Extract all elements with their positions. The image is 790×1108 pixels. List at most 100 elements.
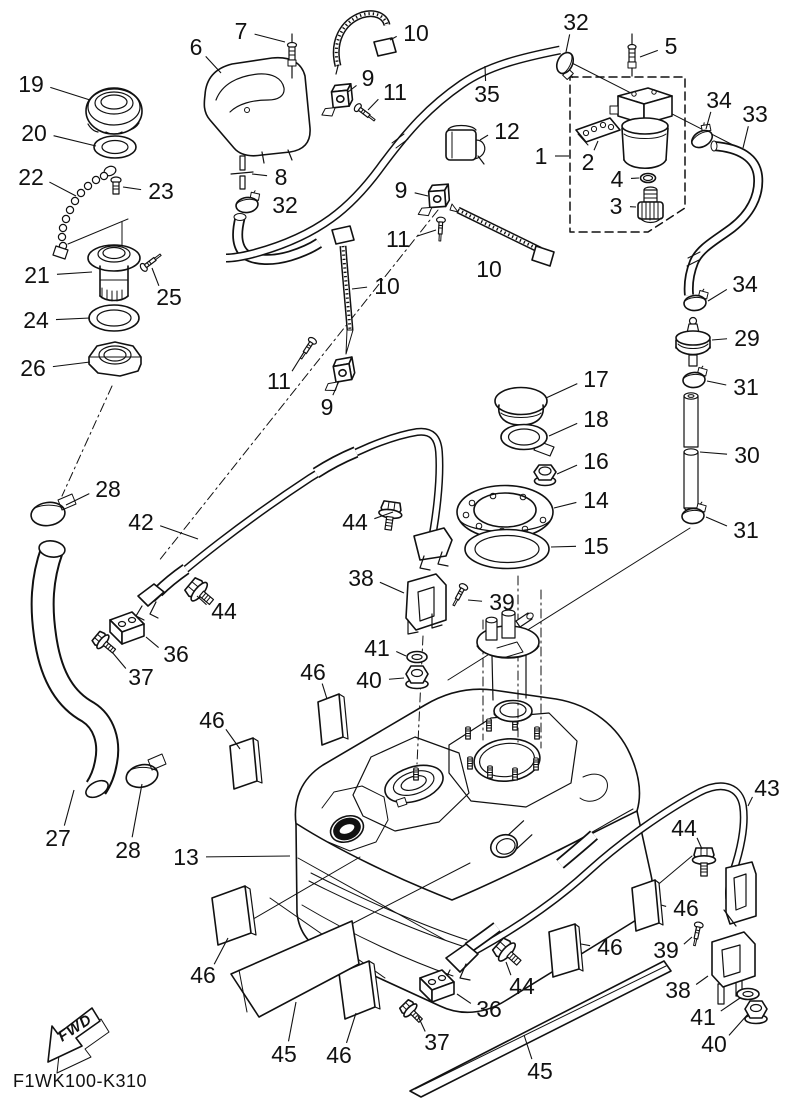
callout-leader — [593, 140, 599, 151]
part-pin-11a — [352, 101, 378, 125]
callout-label: 15 — [583, 533, 609, 559]
callout-leader — [55, 317, 91, 321]
part-filler-cap-19 — [85, 87, 143, 135]
callout-leader — [711, 338, 728, 341]
callout-leader — [367, 98, 379, 111]
part-damper-12 — [445, 124, 486, 165]
callout-leader — [556, 464, 578, 475]
callout-leader — [580, 943, 591, 947]
callout-label: 26 — [20, 355, 46, 381]
callout-leader — [414, 192, 429, 197]
callout-label: 44 — [211, 598, 237, 624]
callout-leader — [505, 961, 512, 976]
callout-label: 36 — [476, 996, 502, 1022]
callout-label: 20 — [21, 120, 47, 146]
callout-leader — [145, 636, 159, 649]
callout-label: 11 — [383, 79, 407, 105]
callout-label: 27 — [45, 825, 71, 851]
callout-label: 44 — [509, 973, 535, 999]
callout-label: 24 — [23, 307, 49, 333]
callout-leader — [467, 599, 483, 602]
part-protector-strips-45 — [230, 920, 672, 1098]
callout-leader — [720, 997, 741, 1012]
callout-label: 9 — [321, 394, 334, 420]
part-fuel-pump-unit — [476, 609, 540, 701]
callout-label: 16 — [583, 448, 609, 474]
callout-leader — [291, 351, 305, 372]
callout-label: 46 — [190, 962, 216, 988]
callout-label: 9 — [362, 65, 375, 91]
callout-label: 30 — [734, 442, 760, 468]
part-screw-8 — [230, 155, 254, 190]
part-hose-clamp-28b — [125, 753, 167, 789]
callout-label: 14 — [583, 487, 609, 513]
part-holder-38a — [405, 573, 447, 635]
part-filler-hose-27 — [30, 540, 120, 799]
callout-leader — [705, 111, 712, 130]
part-washer-24 — [88, 304, 140, 332]
part-nut-16 — [533, 464, 557, 487]
part-band-strap-43 — [443, 782, 757, 985]
part-cable-tie-10c — [331, 225, 355, 355]
callout-label: 29 — [734, 325, 760, 351]
part-nut-40b — [744, 1000, 768, 1025]
part-washer-41a — [406, 650, 428, 664]
callout-label: 10 — [403, 20, 429, 46]
part-fuel-hose-33 — [683, 140, 764, 296]
callout-label: 9 — [395, 177, 408, 203]
part-washer-41b — [736, 987, 760, 1001]
part-clamp-9b — [415, 183, 452, 218]
part-drain-knob-3 — [637, 186, 664, 224]
callout-leader — [417, 229, 437, 237]
part-gasket-15 — [464, 528, 550, 570]
callout-label: 46 — [597, 934, 623, 960]
tank-gauge-collar — [493, 699, 533, 723]
part-pin-39b — [689, 920, 705, 948]
callout-label: 40 — [701, 1031, 727, 1057]
part-hose-clamp-28a — [30, 493, 77, 527]
callout-leader — [456, 993, 472, 1004]
part-screw-5 — [627, 33, 637, 77]
part-cap-chain-22 — [52, 165, 117, 260]
callout-leader — [639, 49, 658, 58]
callout-label: 10 — [374, 273, 400, 299]
callout-label: 22 — [18, 164, 44, 190]
callout-label: 43 — [754, 775, 780, 801]
part-pin-25 — [138, 250, 164, 274]
callout-leader — [159, 525, 199, 540]
callout-leader — [225, 729, 241, 750]
callout-leader — [287, 1001, 297, 1042]
callout-label: 10 — [476, 256, 502, 282]
callout-label: 45 — [271, 1041, 297, 1067]
callout-leader — [52, 361, 91, 368]
part-cushion-pads-46 — [211, 693, 664, 1020]
callout-leader — [56, 271, 93, 275]
part-bolt-44c — [691, 847, 717, 877]
callout-leader — [111, 651, 127, 669]
callout-leader — [389, 35, 397, 41]
callout-label: 5 — [665, 33, 678, 59]
callout-label: 1 — [535, 143, 548, 169]
callout-label: 11 — [386, 226, 410, 252]
callout-label: 46 — [199, 707, 225, 733]
callout-label: 46 — [673, 895, 699, 921]
callout-label: 46 — [300, 659, 326, 685]
callout-leader — [396, 650, 407, 657]
part-clamp-9c — [319, 356, 358, 393]
tank-tube-cutout — [489, 820, 533, 859]
callout-leader — [545, 383, 578, 399]
callout-leader — [553, 501, 577, 509]
callout-leader — [706, 380, 727, 386]
part-filter-body — [609, 87, 673, 170]
callout-label: 33 — [742, 101, 768, 127]
callout-leader — [131, 783, 143, 838]
callout-leader — [696, 837, 703, 850]
callout-label: 39 — [653, 937, 679, 963]
callout-label: 17 — [583, 366, 609, 392]
callout-label: 6 — [190, 34, 203, 60]
callout-label: 8 — [275, 164, 288, 190]
part-clamp-block-36b — [419, 969, 455, 1003]
callout-leader — [742, 126, 749, 149]
